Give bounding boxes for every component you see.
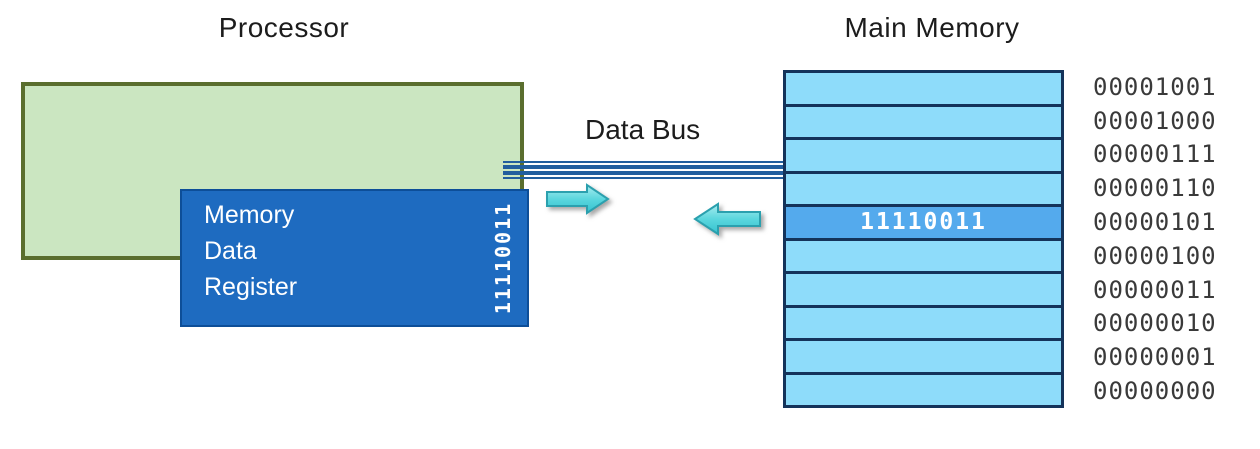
memory-address-label: 00001001 bbox=[1093, 72, 1217, 101]
memory-data-register-label: Memory Data Register bbox=[204, 197, 297, 305]
memory-row bbox=[786, 374, 1061, 405]
processor-title: Processor bbox=[218, 12, 350, 43]
processor-box: Memory Data Register 11110011 bbox=[21, 82, 529, 327]
memory-address-label: 00000001 bbox=[1093, 343, 1217, 372]
memory-data-register-box: Memory Data Register 11110011 bbox=[180, 189, 529, 327]
memory-row bbox=[786, 140, 1061, 174]
memory-address-label: 00000110 bbox=[1093, 174, 1217, 203]
memory-address-label: 00000000 bbox=[1093, 377, 1217, 406]
mdr-label-line1: Memory bbox=[204, 201, 295, 229]
memory-address-label: 00000100 bbox=[1093, 241, 1217, 270]
arrow-right-icon bbox=[546, 183, 610, 215]
memory-row bbox=[786, 73, 1061, 107]
memory-row bbox=[786, 173, 1061, 207]
memory-row bbox=[786, 307, 1061, 341]
memory-row bbox=[786, 240, 1061, 274]
arrow-left-icon bbox=[693, 202, 761, 236]
mdr-register-value: 11110011 bbox=[491, 201, 516, 315]
memory-row: 11110011 bbox=[786, 207, 1061, 241]
memory-row bbox=[786, 341, 1061, 375]
memory-address-column: 00001001 00001000 00000111 00000110 0000… bbox=[1093, 70, 1253, 408]
mdr-label-line2: Data bbox=[204, 237, 257, 265]
mdr-value-wrap: 11110011 bbox=[483, 191, 523, 325]
main-memory-table: 11110011 bbox=[783, 70, 1064, 408]
memory-address-label: 00000101 bbox=[1093, 208, 1217, 237]
main-memory-title: Main Memory bbox=[844, 12, 1020, 43]
memory-address-label: 00000010 bbox=[1093, 309, 1217, 338]
memory-row bbox=[786, 106, 1061, 140]
data-bus-lines bbox=[503, 161, 783, 179]
memory-address-label: 00000111 bbox=[1093, 140, 1217, 169]
memory-address-label: 00000011 bbox=[1093, 275, 1217, 304]
mdr-label-line3: Register bbox=[204, 273, 298, 301]
memory-address-label: 00001000 bbox=[1093, 106, 1217, 135]
data-bus-label: Data Bus bbox=[585, 114, 701, 145]
memory-cell-value: 11110011 bbox=[860, 209, 987, 236]
memory-row bbox=[786, 274, 1061, 308]
